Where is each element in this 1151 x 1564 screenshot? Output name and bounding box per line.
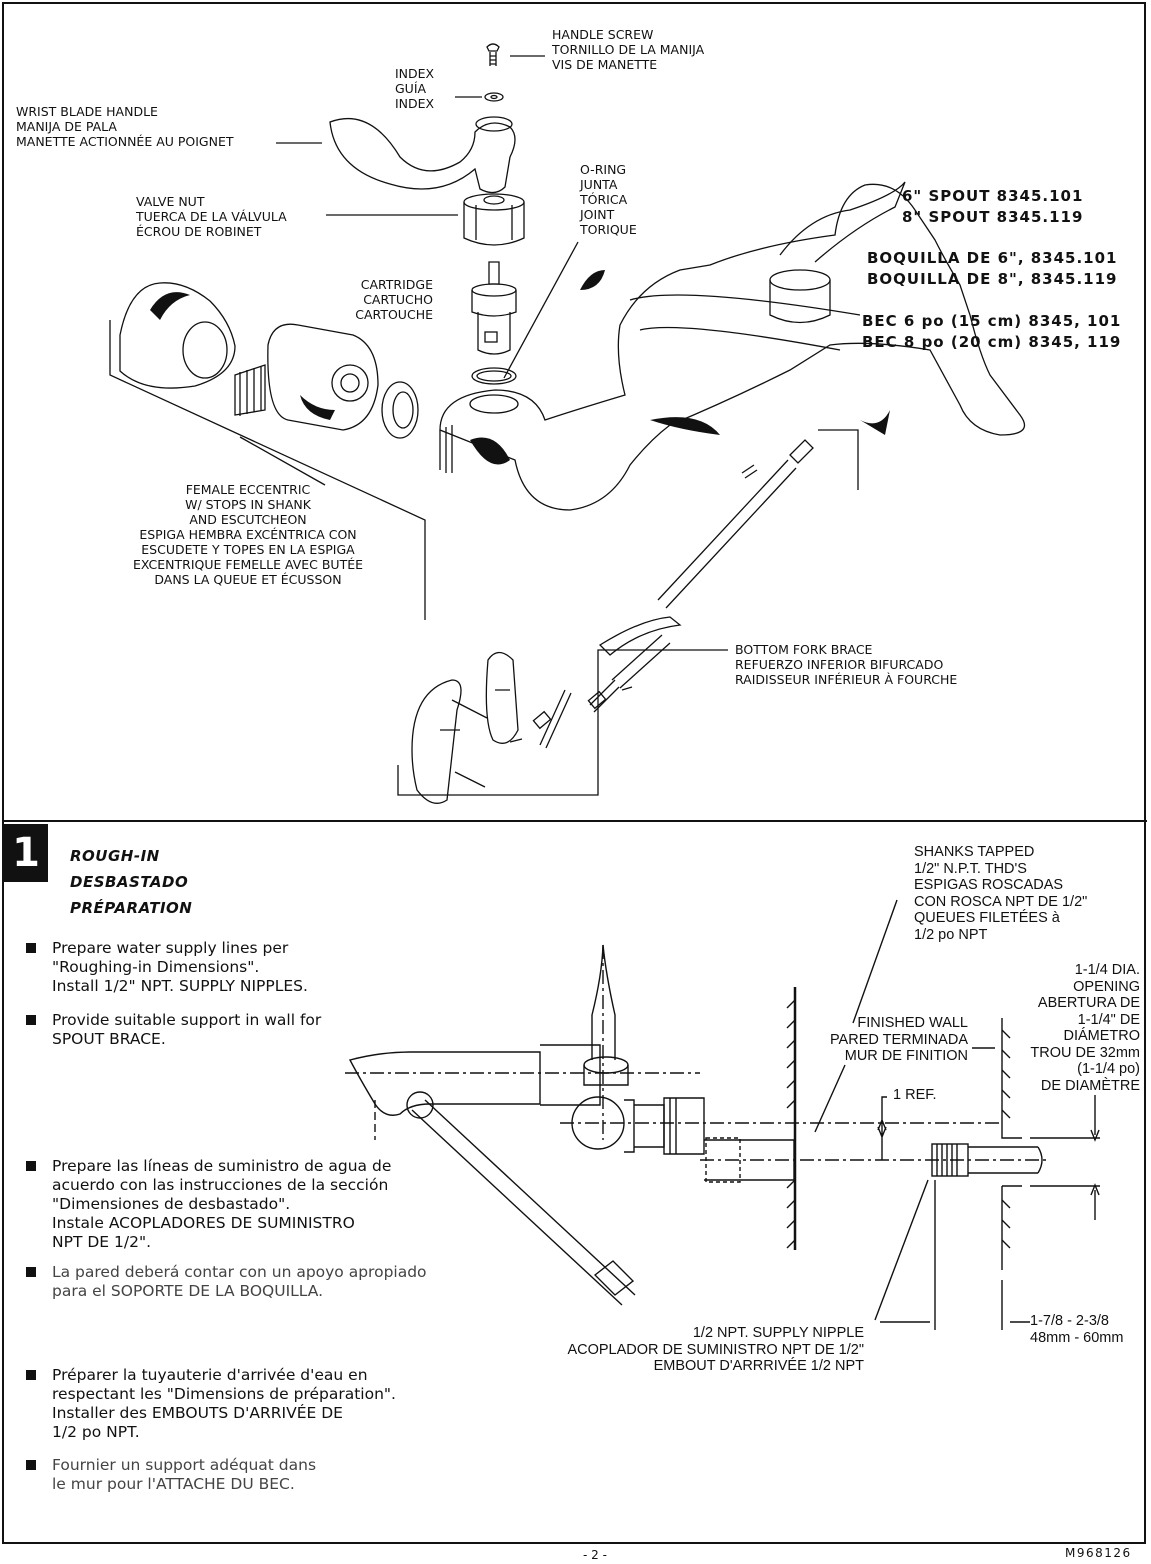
instruction-bullet: Provide suitable support in wall for SPO…: [26, 1011, 321, 1049]
ref-dimension-label: 1 REF.: [893, 1087, 937, 1103]
instruction-bullet: Prepare water supply lines per "Roughing…: [26, 939, 308, 996]
page-number: - 2 -: [583, 1548, 607, 1562]
section-divider: [2, 820, 1147, 822]
bullet-square-icon: [26, 943, 36, 953]
bullet-square-icon: [26, 1161, 36, 1171]
step-number-badge: 1: [4, 824, 48, 882]
bullet-square-icon: [26, 1015, 36, 1025]
bullet-square-icon: [26, 1370, 36, 1380]
document-code: M968126: [1065, 1546, 1132, 1560]
bullet-square-icon: [26, 1460, 36, 1470]
instruction-bullet: Prepare las líneas de suministro de agua…: [26, 1157, 391, 1252]
instruction-bullet: Préparer la tuyauterie d'arrivée d'eau e…: [26, 1366, 396, 1442]
page-frame: [2, 2, 1146, 1544]
bullet-square-icon: [26, 1267, 36, 1277]
instruction-bullet: Fournier un support adéquat dans le mur …: [26, 1456, 316, 1494]
instruction-bullet: La pared deberá contar con un apoyo apro…: [26, 1263, 427, 1301]
